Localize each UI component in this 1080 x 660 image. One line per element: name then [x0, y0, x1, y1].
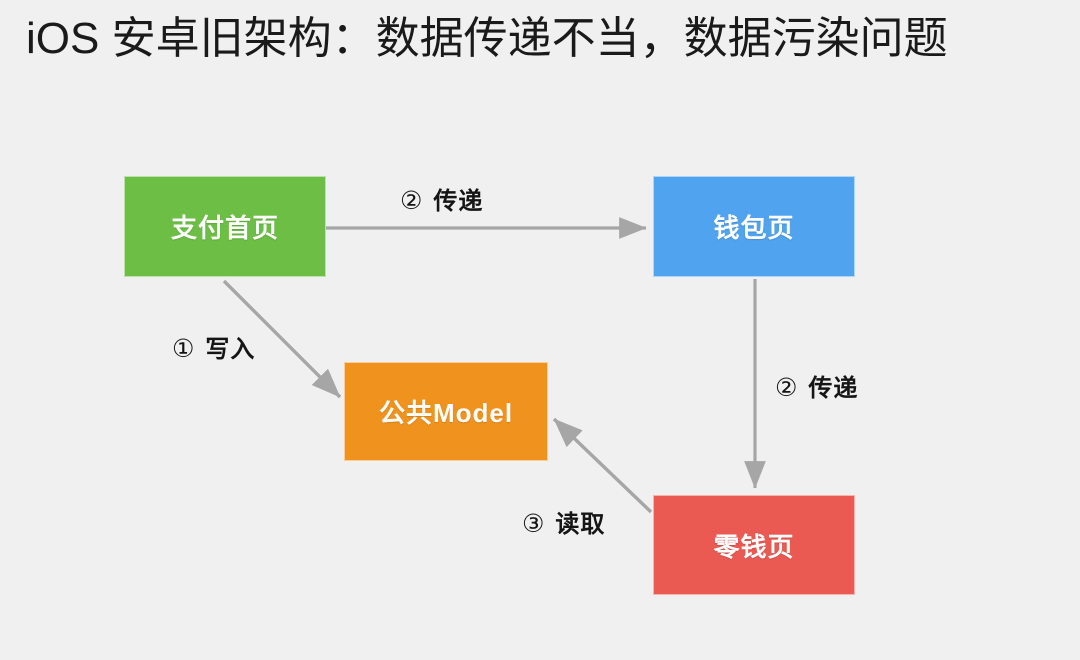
- node-change[interactable]: 零钱页: [653, 495, 855, 595]
- edge-text-pass-top: 传递: [433, 188, 484, 215]
- step-marker-3: ③: [522, 510, 546, 538]
- step-marker-1: ①: [172, 335, 196, 363]
- node-wallet-label: 钱包页: [713, 213, 795, 243]
- node-pay-home-label: 支付首页: [170, 213, 279, 243]
- node-wallet[interactable]: 钱包页: [653, 176, 855, 277]
- edge-label-change-to-common-model: ③ 读取: [522, 504, 605, 539]
- node-common-model[interactable]: 公共Model: [344, 362, 548, 461]
- page-title: iOS 安卓旧架构：数据传递不当，数据污染问题: [26, 14, 948, 63]
- arrow-pay-home-to-common-model: [222, 279, 342, 399]
- edge-text-read: 读取: [555, 511, 606, 538]
- step-marker-2-right: ②: [775, 374, 799, 402]
- node-common-model-label: 公共Model: [378, 398, 514, 428]
- edge-label-wallet-to-change: ② 传递: [775, 368, 858, 403]
- node-change-label: 零钱页: [713, 531, 795, 562]
- node-pay-home[interactable]: 支付首页: [124, 176, 326, 277]
- edge-text-pass-right: 传递: [808, 375, 859, 402]
- edge-label-pay-home-to-wallet: ② 传递: [400, 181, 483, 216]
- step-marker-2-top: ②: [400, 187, 424, 215]
- edge-label-pay-home-to-common-model: ① 写入: [172, 329, 255, 364]
- edge-text-write: 写入: [205, 336, 256, 363]
- arrow-change-to-common-model: [552, 417, 653, 514]
